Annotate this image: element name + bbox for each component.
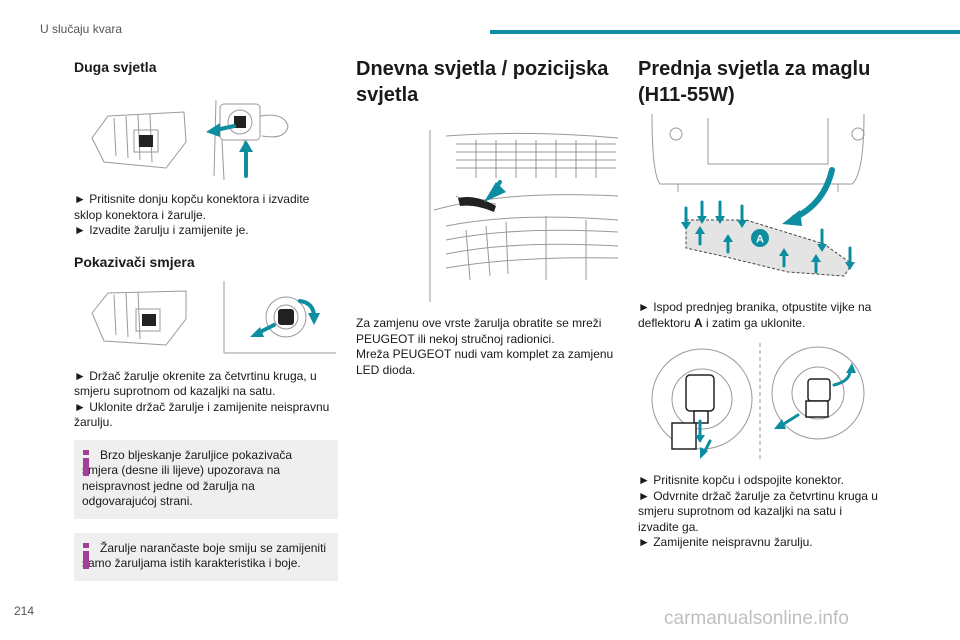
section-title-fog-line1: Prednja svjetla za maglu: [638, 58, 871, 80]
fog-lights-bulb-illustration: [651, 343, 865, 459]
column-high-beam-indicators: Duga svjetla ► Pritisnite donju kopču ko…: [74, 52, 338, 581]
indicators-step-1: ► Držač žarulje okrenite za četvrtinu kr…: [74, 368, 317, 399]
fog-step-1-deflector-label: A: [694, 315, 703, 330]
note-indicator-flashing-text: Brzo bljeskanje žaruljice pokazivača smj…: [82, 447, 293, 509]
page-number: 214: [14, 604, 35, 618]
column-fog-lights: Prednja svjetla za maglu (H11-55W) A: [638, 52, 886, 551]
fog-step-1-text-end: i zatim ga uklonite.: [702, 315, 806, 330]
section-title-daytime-line1: Dnevna svjetla / pozicijska: [356, 58, 609, 80]
fog-step-4: ► Zamijenite neispravnu žarulju.: [638, 535, 813, 549]
high-beam-illustration: [91, 99, 289, 181]
high-beam-step-2: ► Izvadite žarulju i zamijenite je.: [74, 223, 249, 237]
note-amber-bulbs-text: Žarulje narančaste boje smiju se zamijen…: [82, 540, 327, 571]
daytime-paragraph-2: Mreža PEUGEOT nudi vam komplet za zamjen…: [356, 347, 614, 377]
indicators-illustration: [91, 280, 336, 353]
info-icon: [83, 449, 89, 476]
column-daytime-lights: Dnevna svjetla / pozicijska svjetla Za z…: [356, 52, 620, 378]
fog-lights-deflector-illustration: A: [651, 114, 865, 277]
section-title-fog-line2: (H11-55W): [638, 84, 735, 106]
header-title: U slučaju kvara: [40, 22, 123, 36]
fog-step-2: ► Pritisnite kopču i odspojite konektor.: [638, 473, 844, 487]
section-title-daytime-line2: svjetla: [356, 84, 419, 106]
high-beam-step-1: ► Pritisnite donju kopču konektora i izv…: [74, 192, 310, 222]
daytime-lights-illustration: [429, 130, 619, 302]
deflector-label-a: A: [756, 234, 764, 246]
daytime-paragraph-1: Za zamjenu ove vrste žarulja obratite se…: [356, 316, 602, 346]
fog-step-3: ► Odvrnite držač žarulje za četvrtinu kr…: [638, 488, 878, 534]
fog-step-1-text: ► Ispod prednjeg branika, otpustite vijk…: [638, 300, 872, 330]
watermark: carmanualsonline.info: [664, 608, 849, 629]
indicators-step-2: ► Uklonite držač žarulje i zamijenite ne…: [74, 399, 330, 430]
section-title-high-beam: Duga svjetla: [74, 59, 157, 75]
note-indicator-flashing: Brzo bljeskanje žaruljice pokazivača smj…: [74, 439, 338, 519]
note-amber-bulbs: Žarulje narančaste boje smiju se zamijen…: [74, 532, 338, 581]
header-accent-bar: [490, 30, 960, 34]
fog-step-1: ► Ispod prednjeg branika, otpustite vijk…: [638, 300, 886, 331]
info-icon: [83, 542, 89, 569]
section-title-indicators: Pokazivači smjera: [74, 253, 195, 270]
